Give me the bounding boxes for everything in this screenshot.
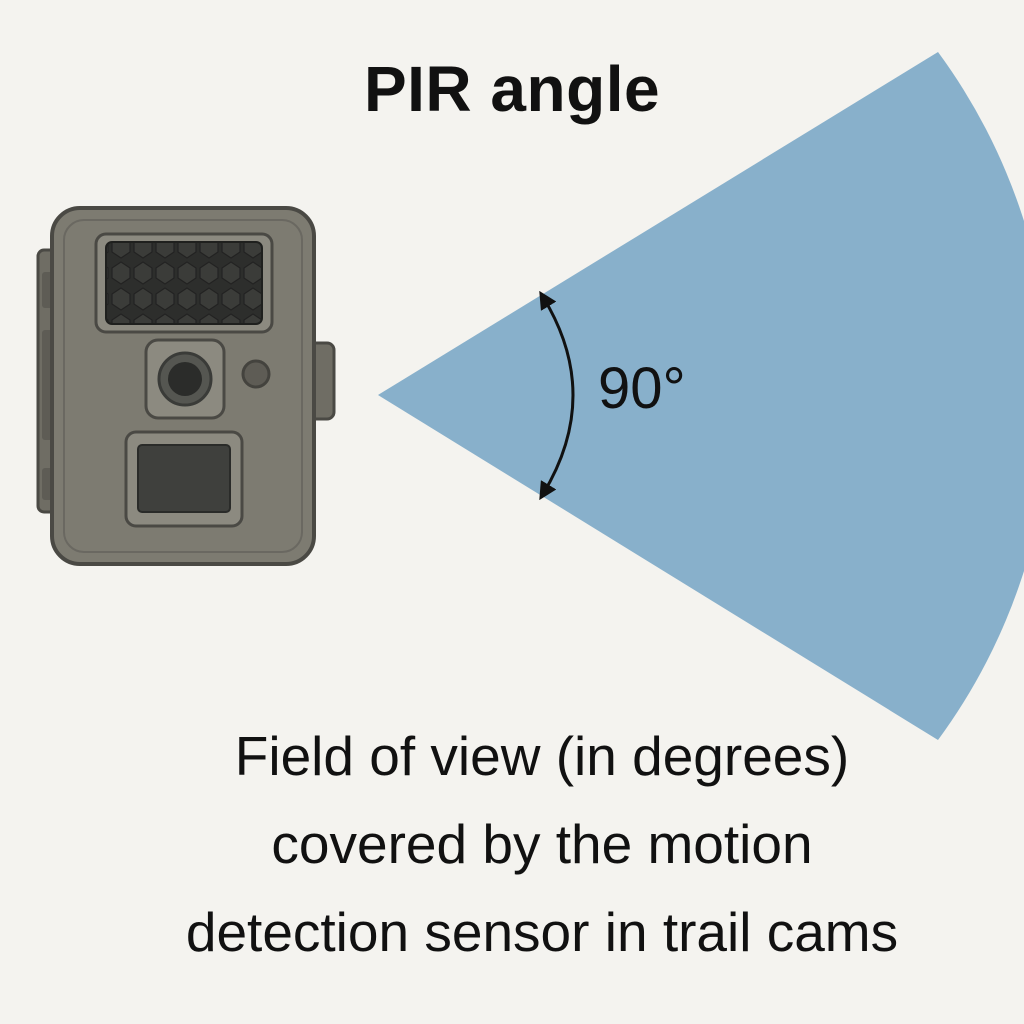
trail-camera-icon bbox=[36, 206, 336, 566]
caption-line: detection sensor in trail cams bbox=[185, 901, 899, 963]
caption: Field of view (in degrees) covered by th… bbox=[60, 712, 1024, 976]
caption-line: covered by the motion bbox=[271, 813, 813, 875]
caption-line: Field of view (in degrees) bbox=[234, 725, 850, 787]
fov-cone bbox=[378, 52, 1024, 740]
angle-label: 90° bbox=[598, 356, 686, 421]
double-arrow-icon bbox=[539, 290, 575, 501]
page-title: PIR angle bbox=[363, 53, 661, 125]
